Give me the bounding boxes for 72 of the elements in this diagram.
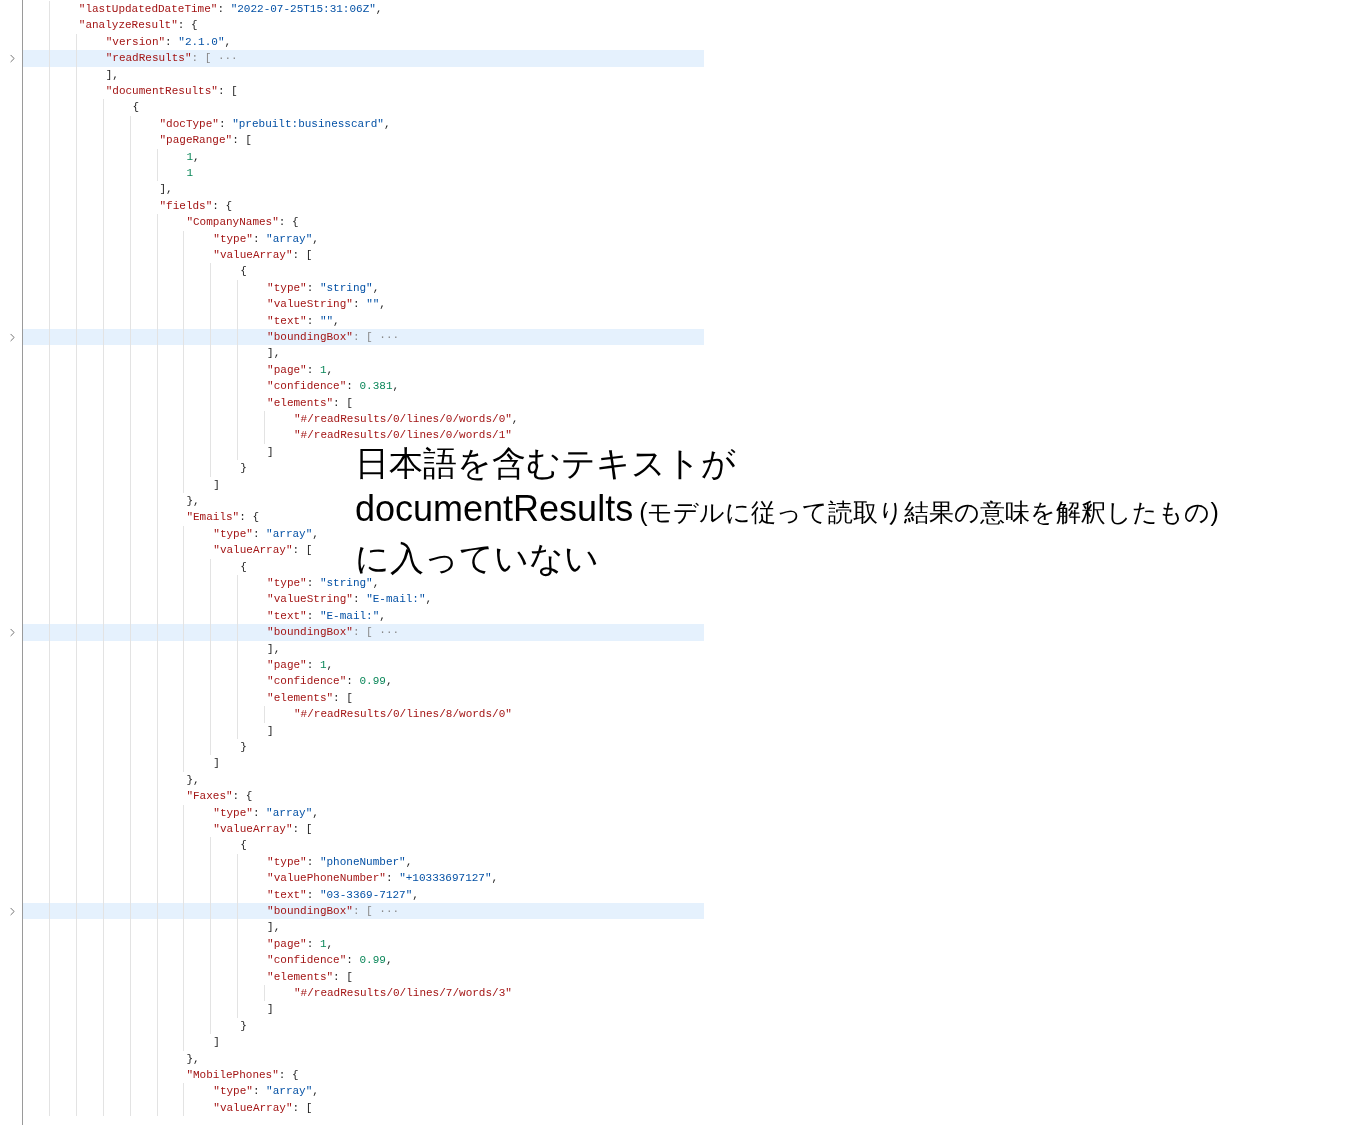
code-line: "valueArray": [: [213, 1100, 313, 1116]
code-line: ]: [267, 1002, 274, 1018]
code-line: "fields": {: [159, 198, 233, 214]
code-line: "confidence": 0.99,: [267, 674, 393, 690]
code-line: 1,: [186, 149, 200, 165]
annotation-text: documentResults: [355, 487, 634, 531]
code-line: "text": "E-mail:",: [267, 608, 386, 624]
code-line: "pageRange": [: [159, 133, 252, 149]
code-line: "version": "2.1.0",: [105, 34, 232, 50]
code-line: {: [132, 100, 140, 116]
annotation-text: に入っていない: [355, 538, 599, 578]
code-line: "type": "array",: [213, 1084, 319, 1100]
code-line: "valueArray": [: [213, 822, 313, 837]
code-line: "elements": [: [267, 690, 353, 706]
code-line: {: [240, 264, 247, 280]
code-line: "boundingBox": [ ···: [267, 330, 400, 345]
code-line: "#/readResults/0/lines/7/words/3": [294, 986, 512, 1001]
code-line: {: [240, 838, 247, 854]
code-line: }: [240, 1018, 247, 1034]
annotation-text: (モデルに従って読取り結果の意味を解釈したもの): [639, 497, 1219, 528]
code-line: 1: [186, 166, 193, 181]
code-line: "CompanyNames": {: [186, 215, 299, 231]
code-line: "#/readResults/0/lines/0/words/1": [294, 428, 512, 444]
code-line: ]: [213, 1035, 220, 1051]
code-line: "type": "array",: [213, 526, 319, 542]
code-line: "docType": "prebuilt:businesscard",: [159, 116, 391, 132]
code-line: "text": "",: [267, 313, 340, 329]
code-line: "analyzeResult": {: [78, 18, 198, 34]
code-line: "#/readResults/0/lines/0/words/0",: [294, 412, 519, 427]
code-line: "valueString": "",: [267, 297, 386, 313]
code-line: ]: [267, 444, 274, 460]
code-line: ]: [267, 723, 274, 739]
code-line: "confidence": 0.99,: [267, 953, 393, 969]
code-line: "text": "03-3369-7127",: [267, 887, 419, 903]
code-line: },: [186, 772, 200, 788]
code-line: }: [240, 740, 247, 755]
code-line: "type": "string",: [267, 576, 380, 591]
code-line: "#/readResults/0/lines/8/words/0": [294, 707, 512, 723]
code-line: "type": "string",: [267, 280, 380, 296]
code-line: "valueString": "E-mail:",: [267, 592, 433, 608]
code-line: "lastUpdatedDateTime": "2022-07-25T15:31:06Z",: [78, 2, 383, 17]
code-line: ],: [267, 641, 281, 657]
code-line: "elements": [: [267, 969, 353, 985]
code-line: },: [186, 494, 200, 509]
code-line: "readResults": [ ···: [105, 51, 238, 67]
code-line: "page": 1,: [267, 362, 334, 378]
code-line: "Faxes": {: [186, 789, 253, 805]
code-line: "boundingBox": [ ···: [267, 904, 400, 919]
code-line: ],: [159, 182, 173, 198]
code-line: "page": 1,: [267, 658, 334, 673]
code-line: ],: [267, 346, 281, 362]
code-line: "type": "array",: [213, 231, 319, 247]
code-line: "type": "phoneNumber",: [267, 854, 413, 870]
code-line: ]: [213, 756, 220, 772]
code-line: "confidence": 0.381,: [267, 379, 400, 395]
code-line: ]: [213, 477, 220, 493]
code-line: "valuePhoneNumber": "+10333697127",: [267, 871, 499, 887]
code-line: "valueArray": [: [213, 248, 313, 263]
code-line: {: [240, 559, 247, 575]
code-line: "Emails": {: [186, 510, 259, 526]
code-line: "elements": [: [267, 395, 353, 411]
code-line: "documentResults": [: [105, 84, 238, 99]
code-line: ],: [267, 920, 281, 936]
code-line: "page": 1,: [267, 936, 334, 952]
code-line: "type": "array",: [213, 805, 319, 821]
code-line: "boundingBox": [ ···: [267, 625, 400, 641]
code-line: ],: [105, 67, 119, 83]
code-line: }: [240, 461, 247, 477]
code-line: },: [186, 1051, 200, 1067]
annotation-text: 日本語を含むテキストが: [355, 443, 736, 484]
code-line: "MobilePhones": {: [186, 1068, 299, 1083]
code-line: "valueArray": [: [213, 543, 313, 559]
